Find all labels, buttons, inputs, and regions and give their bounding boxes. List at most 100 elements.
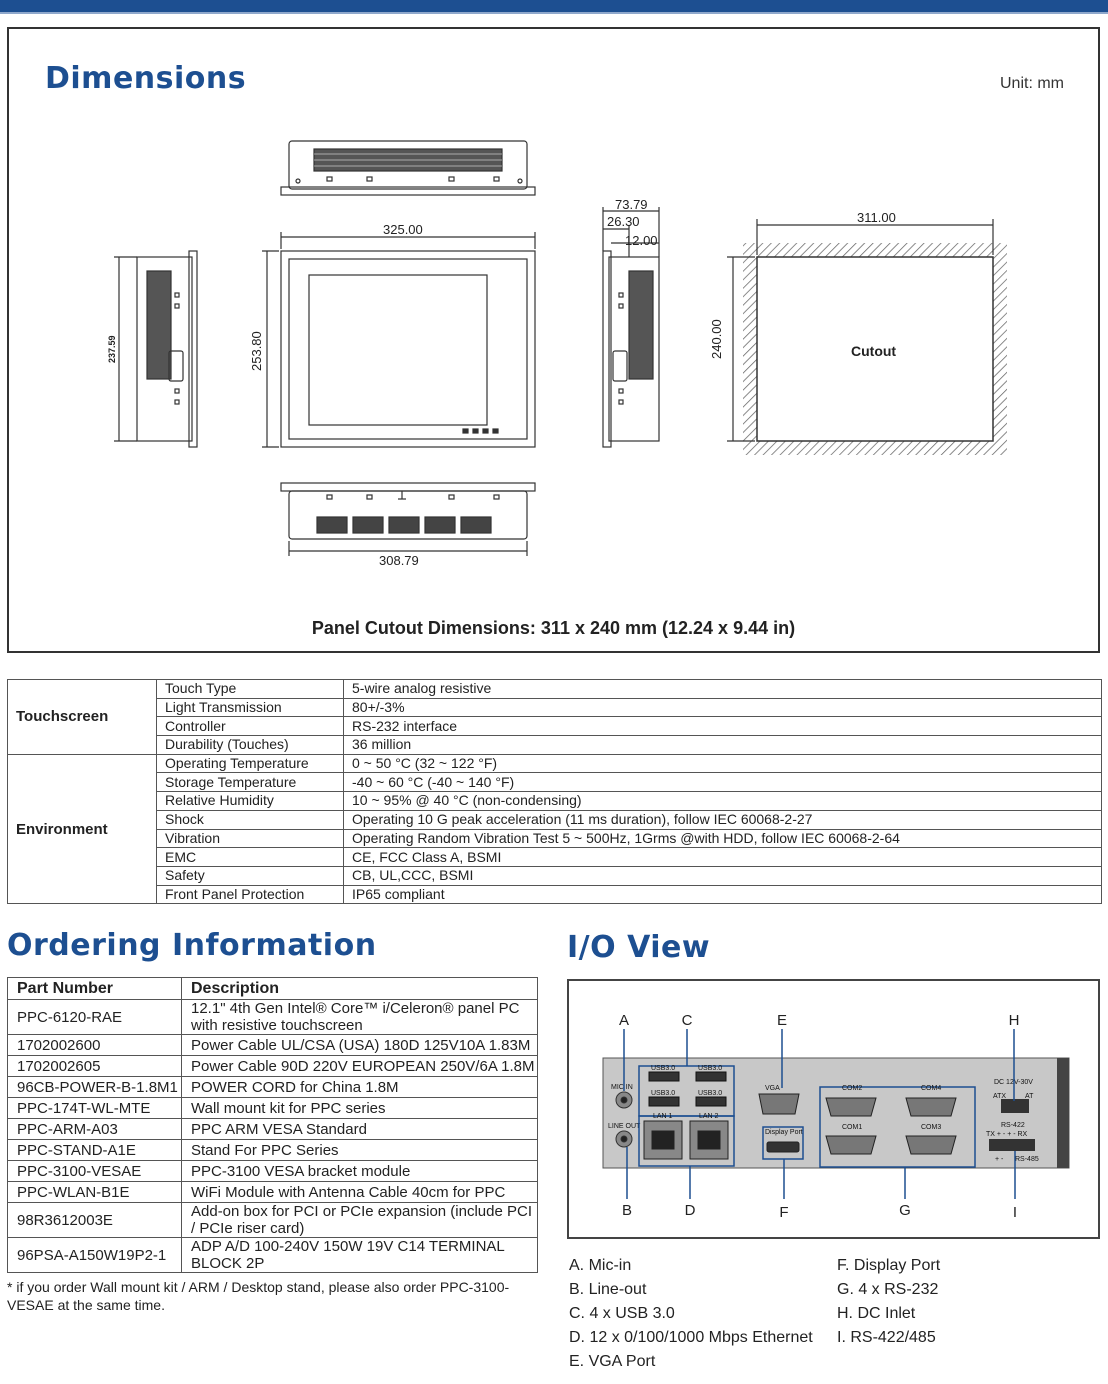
spec-value: 0 ~ 50 °C (32 ~ 122 °F) [343, 753, 1102, 774]
cutout-caption: Panel Cutout Dimensions: 311 x 240 mm (1… [311, 618, 796, 638]
at-label: AT [1025, 1093, 1034, 1100]
dimension-drawing: 325.00 253.80 237.59 308.79 73.79 26.30 … [107, 140, 1007, 568]
usb-label-3: USB3.0 [651, 1090, 675, 1097]
spec-key: Vibration [156, 828, 344, 849]
callout-c: C [682, 1012, 693, 1029]
io-legend-right: F. Display Port G. 4 x RS-232 H. DC Inle… [837, 1254, 940, 1350]
cutout-height-label: 240.00 [709, 319, 724, 359]
dp-label: Display Port [765, 1129, 803, 1136]
part-description: 12.1" 4th Gen Intel® Core™ i/Celeron® pa… [181, 999, 538, 1035]
spec-value: 5-wire analog resistive [343, 679, 1102, 699]
left-side-view-drawing [114, 250, 198, 448]
part-number: 96PSA-A150W19P2-1 [7, 1237, 182, 1273]
callout-f: F [779, 1204, 788, 1221]
spec-key: Safety [156, 865, 344, 886]
depth-total-label: 73.79 [615, 197, 648, 212]
depth-front-label: 12.00 [625, 233, 658, 248]
part-number: PPC-6120-RAE [7, 999, 182, 1035]
part-number: 98R3612003E [7, 1202, 182, 1238]
spec-key: Touch Type [156, 679, 344, 699]
spec-value: 36 million [343, 735, 1102, 755]
lan2-label: LAN 2 [699, 1113, 719, 1120]
part-number: PPC-WLAN-B1E [7, 1181, 182, 1203]
callout-b: B [622, 1202, 632, 1219]
part-description: Add-on box for PCI or PCIe expansion (in… [181, 1202, 538, 1238]
part-description: PPC-3100 VESA bracket module [181, 1160, 538, 1182]
spec-value: Operating Random Vibration Test 5 ~ 500H… [343, 828, 1102, 849]
com2-label: COM2 [842, 1085, 862, 1092]
spec-value: RS-232 interface [343, 716, 1102, 737]
lan1-label: LAN 1 [653, 1113, 673, 1120]
description-header: Description [181, 977, 538, 1000]
callout-g: G [899, 1202, 911, 1219]
usb-label-2: USB3.0 [698, 1065, 722, 1072]
callout-d: D [685, 1202, 696, 1219]
part-number: 1702002600 [7, 1034, 182, 1056]
spec-value: 80+/-3% [343, 697, 1102, 718]
dimensions-title: Dimensions [45, 61, 247, 96]
spec-value: IP65 compliant [343, 884, 1102, 905]
legend-item: A. Mic-in [569, 1257, 632, 1274]
front-view-drawing [262, 232, 536, 448]
top-banner-stripe [0, 12, 1108, 14]
part-description: Stand For PPC Series [181, 1139, 538, 1161]
part-description: WiFi Module with Antenna Cable 40cm for … [181, 1181, 538, 1203]
part-description: POWER CORD for China 1.8M [181, 1076, 538, 1098]
part-number-header: Part Number [7, 977, 182, 1000]
com1-label: COM1 [842, 1124, 862, 1131]
ordering-title: Ordering Information [7, 928, 377, 963]
callout-h: H [1009, 1012, 1020, 1029]
ordering-note: * if you order Wall mount kit / ARM / De… [7, 1279, 510, 1313]
legend-item: G. 4 x RS-232 [837, 1281, 939, 1298]
callout-e: E [777, 1012, 787, 1029]
usb-label-1: USB3.0 [651, 1065, 675, 1072]
part-description: Power Cable UL/CSA (USA) 180D 125V10A 1.… [181, 1034, 538, 1056]
part-number: PPC-ARM-A03 [7, 1118, 182, 1140]
spec-key: Durability (Touches) [156, 735, 344, 755]
vga-label: VGA [765, 1085, 780, 1092]
com3-label: COM3 [921, 1124, 941, 1131]
table-row: Storage Temperature-40 ~ 60 °C (-40 ~ 14… [8, 772, 1102, 793]
pm-label: + - [995, 1156, 1004, 1163]
part-description: PPC ARM VESA Standard [181, 1118, 538, 1140]
atx-label: ATX [993, 1093, 1006, 1100]
unit-label: Unit: mm [1000, 75, 1064, 92]
callout-i: I [1013, 1204, 1017, 1221]
part-number: 96CB-POWER-B-1.8M1 [7, 1076, 182, 1098]
io-legend-left: A. Mic-in B. Line-out C. 4 x USB 3.0 D. … [569, 1254, 813, 1374]
top-view-drawing [280, 140, 536, 196]
top-banner [0, 0, 1108, 12]
txrx-label: TX + - + - RX [986, 1131, 1028, 1138]
spec-key: Shock [156, 809, 344, 830]
spec-value: Operating 10 G peak acceleration (11 ms … [343, 809, 1102, 830]
rs422-label: RS-422 [1001, 1122, 1025, 1129]
part-description: ADP A/D 100-240V 150W 19V C14 TERMINAL B… [181, 1237, 538, 1273]
dimensions-panel: Dimensions Unit: mm [7, 27, 1100, 653]
front-width-label: 325.00 [383, 222, 423, 237]
depth-mid-label: 26.30 [607, 214, 640, 229]
legend-item: B. Line-out [569, 1281, 647, 1298]
com4-label: COM4 [921, 1085, 941, 1092]
spec-value: CB, UL,CCC, BSMI [343, 865, 1102, 886]
right-side-view-drawing [602, 207, 660, 448]
part-number: 1702002605 [7, 1055, 182, 1077]
legend-item: H. DC Inlet [837, 1305, 916, 1322]
